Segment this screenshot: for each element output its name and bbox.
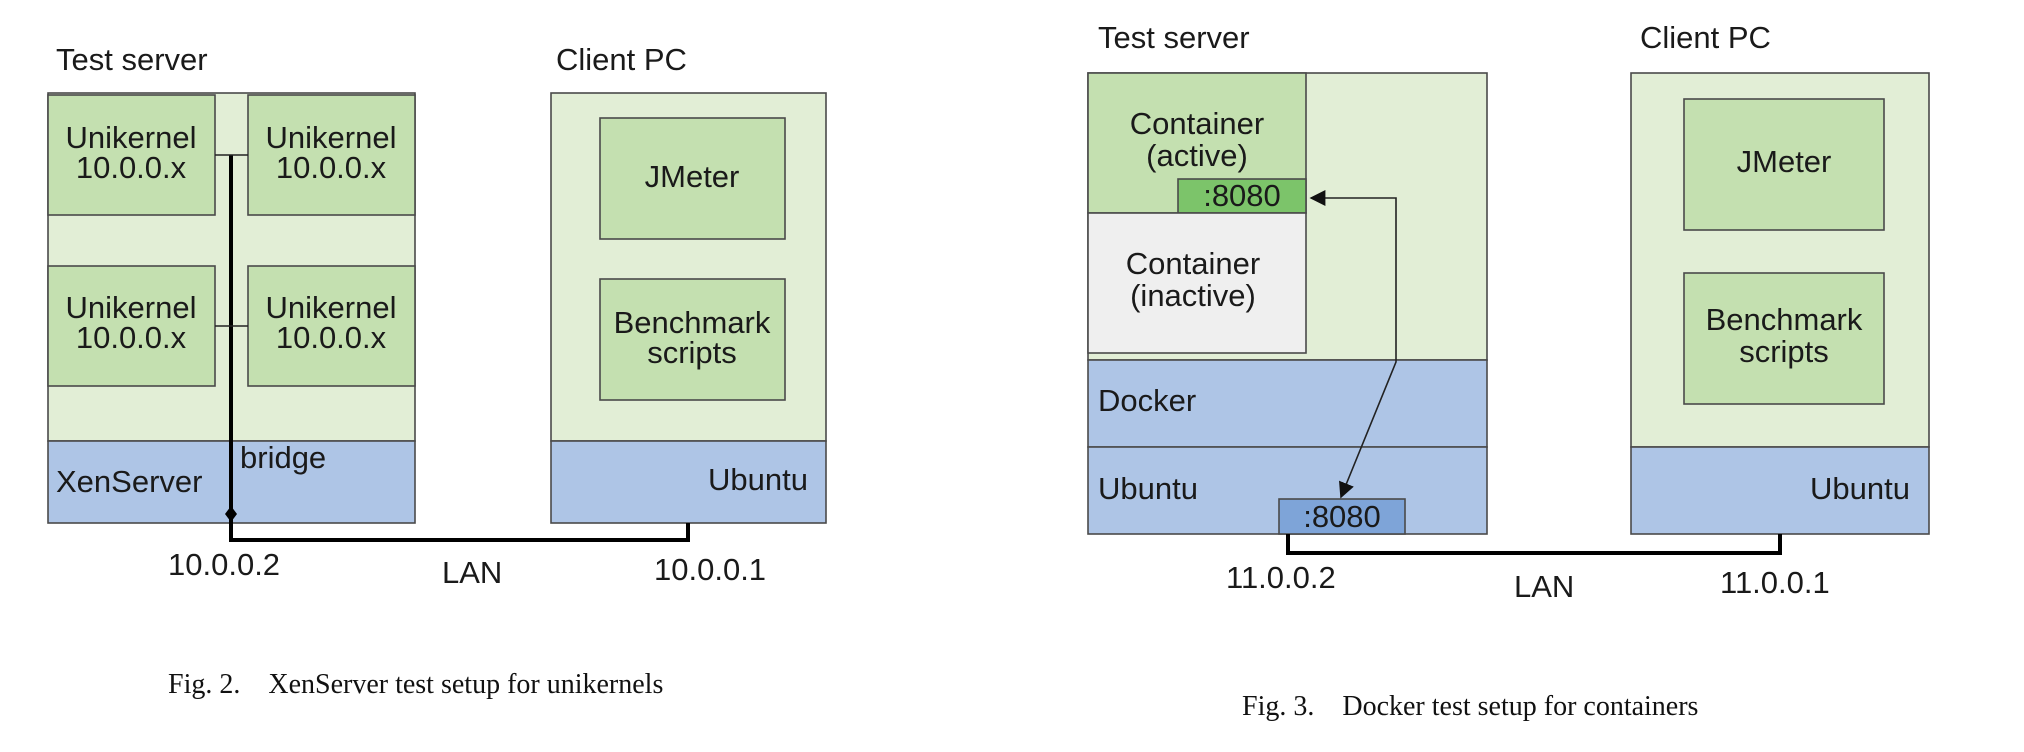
fig2-jmeter-label: JMeter	[645, 159, 740, 194]
fig3-server-os-label: Ubuntu	[1098, 471, 1198, 506]
fig2-client-os-layer	[550, 440, 827, 524]
fig3-scripts-label-2: scripts	[1739, 334, 1829, 369]
fig3-server-ip: 11.0.0.2	[1226, 560, 1336, 595]
fig3-client-os-layer	[1630, 446, 1930, 535]
fig2-server-title: Test server	[56, 42, 208, 77]
fig3-jmeter-label: JMeter	[1737, 144, 1832, 179]
fig2-unikernel-3-name: Unikernel	[66, 290, 197, 325]
fig2-lan-link	[229, 513, 690, 542]
fig3-scripts-box	[1683, 272, 1885, 405]
fig3-lan-label: LAN	[1514, 569, 1574, 604]
fig3-docker-layer	[1087, 359, 1488, 448]
fig2-unikernel-4-name: Unikernel	[266, 290, 397, 325]
fig2-caption: Fig. 2. XenServer test setup for unikern…	[168, 669, 663, 700]
fig3-lan-link	[1286, 534, 1782, 555]
fig3-jmeter-box	[1683, 98, 1885, 231]
fig3-port-map-arrow	[1309, 190, 1397, 499]
fig3-container-port-label: :8080	[1203, 178, 1281, 213]
fig3-container-active-label-2: (active)	[1146, 138, 1248, 173]
fig2-unikernel-2-name: Unikernel	[266, 120, 397, 155]
fig3-container-inactive-label-1: Container	[1126, 246, 1260, 281]
fig3-host-port-box	[1278, 498, 1406, 535]
fig2-diagram: Test server Client PC Unikernel 10.0.0.x…	[47, 42, 827, 700]
fig3-client-ip: 11.0.0.1	[1720, 565, 1830, 600]
fig3-container-inactive-label-2: (inactive)	[1130, 278, 1256, 313]
fig2-client-ip: 10.0.0.1	[654, 552, 766, 587]
fig3-caption: Fig. 3. Docker test setup for containers	[1242, 691, 1698, 722]
fig2-unikernel-box-3	[47, 265, 216, 387]
fig2-unikernel-2-ip: 10.0.0.x	[276, 150, 387, 185]
fig2-unikernel-box-1	[47, 94, 216, 216]
fig3-container-active-label-1: Container	[1130, 106, 1264, 141]
fig2-server-ip: 10.0.0.2	[168, 547, 280, 582]
fig2-scripts-label-1: Benchmark	[614, 305, 771, 340]
fig3-container-inactive-box	[1087, 212, 1307, 354]
fig2-unikernel-1-ip: 10.0.0.x	[76, 150, 187, 185]
fig2-jmeter-box	[599, 117, 786, 240]
fig2-unikernel-1-name: Unikernel	[66, 120, 197, 155]
fig2-client-os-label: Ubuntu	[708, 462, 808, 497]
fig2-lan-label: LAN	[442, 555, 502, 590]
fig2-unikernel-3-ip: 10.0.0.x	[76, 320, 187, 355]
fig2-bridge-label: bridge	[240, 440, 326, 475]
fig3-host-port-label: :8080	[1303, 499, 1381, 534]
fig3-server-title: Test server	[1098, 20, 1250, 55]
fig2-unikernel-box-4	[247, 265, 416, 387]
fig2-scripts-box	[599, 278, 786, 401]
fig3-client-title: Client PC	[1640, 20, 1771, 55]
fig2-xenserver-label: XenServer	[56, 464, 202, 499]
fig3-diagram: Test server Client PC Container (active)…	[1087, 20, 1930, 722]
fig2-unikernel-box-2	[247, 94, 416, 216]
fig2-unikernel-4-ip: 10.0.0.x	[276, 320, 387, 355]
fig3-docker-label: Docker	[1098, 383, 1196, 418]
fig3-client-os-label: Ubuntu	[1810, 471, 1910, 506]
fig3-scripts-label-1: Benchmark	[1706, 302, 1863, 337]
fig2-client-title: Client PC	[556, 42, 687, 77]
fig2-scripts-label-2: scripts	[647, 335, 737, 370]
